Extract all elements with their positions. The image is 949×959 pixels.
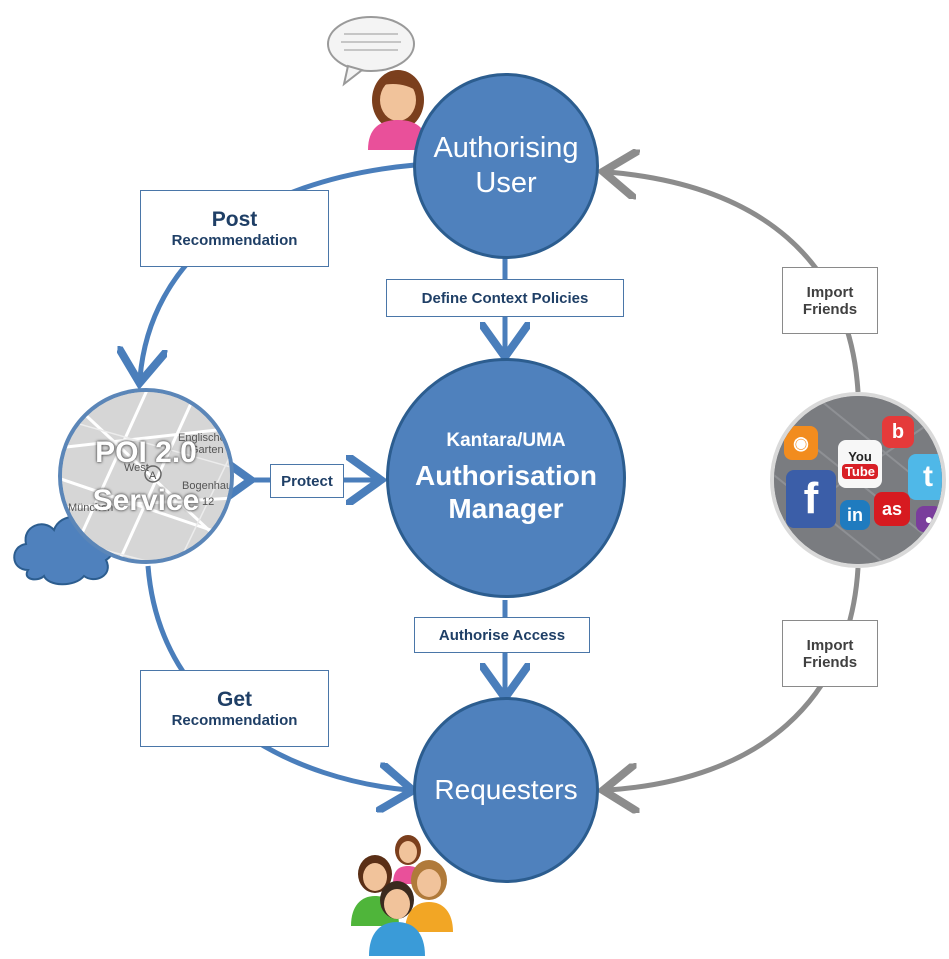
group-avatar-icon	[351, 835, 453, 956]
manager-line3: Manager	[448, 493, 564, 525]
map-label-bogenhause: Bogenhause	[182, 480, 233, 492]
map-label-muenchen: München	[68, 502, 114, 514]
rss-icon: ◉	[784, 426, 818, 460]
facebook-icon: f	[786, 470, 836, 528]
import-top-arrow	[608, 172, 861, 393]
youtube-tube: Tube	[841, 464, 879, 479]
poi-service-node: Englische Garten Bogenhause München West…	[58, 388, 234, 564]
youtube-you: You	[848, 449, 872, 464]
map-label-englische: Englische	[178, 432, 226, 444]
speech-bubble-icon	[327, 16, 415, 87]
map-icon	[62, 392, 230, 560]
social-networks-node: ◉ You Tube f b t as in ●	[770, 392, 946, 568]
map-label-12: 12	[202, 496, 215, 508]
requesters-label: Requesters	[434, 774, 578, 806]
post-recommendation-label: Post Recommendation	[140, 190, 329, 267]
import-top-line2: Friends	[802, 300, 858, 318]
define-context-policies-label: Define Context Policies	[386, 279, 624, 317]
import-top-line1: Import	[806, 283, 854, 301]
get-sub: Recommendation	[171, 712, 298, 729]
woman-avatar-icon	[368, 70, 428, 150]
bebo-icon: b	[882, 416, 914, 448]
manager-line2: Authorisation	[415, 459, 597, 491]
authorising-user-line1: Authorising	[433, 132, 579, 165]
post-title: Post	[211, 208, 258, 231]
authorisation-manager-node: Kantara/UMA Authorisation Manager	[386, 358, 626, 598]
manager-line1: Kantara/UMA	[446, 430, 566, 451]
authorising-user-node: Authorising User	[413, 73, 599, 259]
post-sub: Recommendation	[171, 232, 298, 249]
requesters-node: Requesters	[413, 697, 599, 883]
get-title: Get	[216, 688, 252, 711]
import-friends-top-label: Import Friends	[782, 267, 878, 334]
import-bottom-arrow	[608, 567, 861, 790]
map-label-garten: Garten	[190, 444, 224, 456]
lastfm-icon: as	[874, 492, 910, 526]
youtube-icon: You Tube	[838, 440, 882, 488]
protect-label: Protect	[270, 464, 344, 498]
import-bottom-line2: Friends	[802, 653, 858, 671]
get-recommendation-label: Get Recommendation	[140, 670, 329, 747]
podcast-icon: ●	[916, 506, 942, 532]
poi-service-line1: POI 2.0	[95, 436, 197, 469]
map-label-a: A	[149, 470, 157, 482]
twitter-icon: t	[908, 454, 942, 500]
poi-service-line2: Service	[92, 484, 200, 517]
import-bottom-line1: Import	[806, 636, 854, 654]
import-friends-bottom-label: Import Friends	[782, 620, 878, 687]
linkedin-icon: in	[840, 500, 870, 530]
authorise-access-label: Authorise Access	[414, 617, 590, 653]
authorising-user-line2: User	[475, 167, 537, 199]
map-label-west: West	[124, 462, 149, 474]
